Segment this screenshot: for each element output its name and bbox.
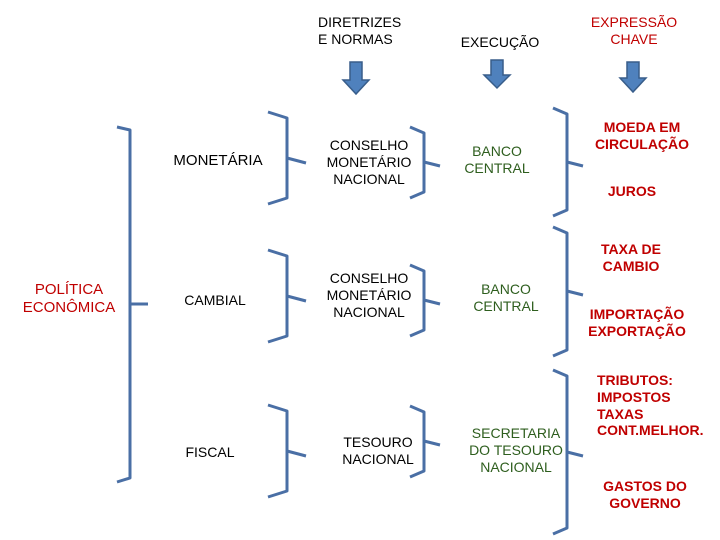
header-execution: EXECUÇÃO <box>460 34 540 50</box>
bracket-directive-monetary <box>409 125 441 200</box>
policy-monetary: MONETÁRIA <box>173 152 263 169</box>
bracket-directive-fiscal <box>409 404 441 479</box>
arrow-down-icon-execution <box>482 59 512 90</box>
key-exchange-rate: TAXA DE CAMBIO <box>601 241 661 274</box>
main-brace <box>116 125 148 484</box>
bracket-directive-exchange <box>409 263 441 338</box>
key-import-export: IMPORTAÇÃO EXPORTAÇÃO <box>588 306 686 339</box>
bracket-execution-exchange <box>552 225 584 358</box>
directive-exchange: CONSELHO MONETÁRIO NACIONAL <box>326 270 412 320</box>
execution-exchange: BANCO CENTRAL <box>473 281 539 314</box>
bracket-execution-fiscal <box>552 368 584 536</box>
execution-monetary: BANCO CENTRAL <box>464 143 530 176</box>
arrow-down-icon-key <box>618 61 648 94</box>
key-government-spending: GASTOS DO GOVERNO <box>603 478 687 511</box>
bracket-fiscal <box>267 403 307 499</box>
root-economic-policy: POLÍTICA ECONÔMICA <box>22 281 116 316</box>
bracket-execution-monetary <box>552 106 584 218</box>
header-key-expression: EXPRESSÃO CHAVE <box>590 14 678 47</box>
key-interest: JUROS <box>607 183 657 199</box>
key-currency-circulation: MOEDA EM CIRCULAÇÃO <box>594 119 690 152</box>
key-taxes: TRIBUTOS: IMPOSTOS TAXAS CONT.MELHOR. <box>597 372 704 439</box>
execution-fiscal: SECRETARIA DO TESOURO NACIONAL <box>469 425 563 475</box>
directive-monetary: CONSELHO MONETÁRIO NACIONAL <box>326 137 412 187</box>
arrow-down-icon-directives <box>341 61 371 96</box>
bracket-exchange <box>267 248 307 344</box>
header-directives: DIRETRIZES E NORMAS <box>318 14 402 47</box>
policy-fiscal: FISCAL <box>185 444 235 460</box>
policy-exchange: CAMBIAL <box>184 292 246 308</box>
directive-fiscal: TESOURO NACIONAL <box>342 434 414 467</box>
bracket-monetary <box>267 110 307 206</box>
